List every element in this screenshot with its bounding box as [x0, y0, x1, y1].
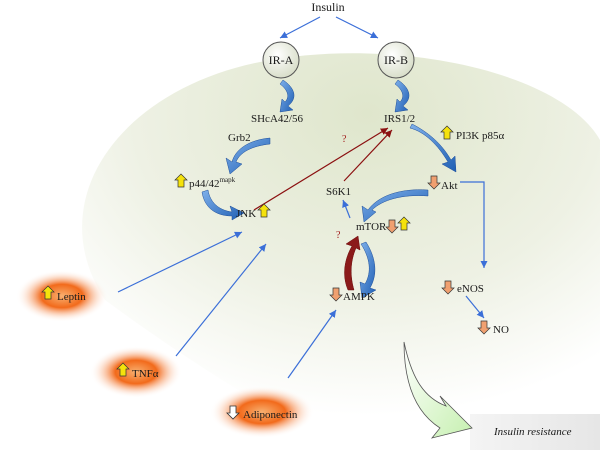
akt-to-mtor-curve-arrow — [361, 189, 429, 223]
question-mark-ampk: ? — [336, 230, 341, 241]
p44-label: p44/42mapk — [189, 176, 236, 190]
s6k1-label: S6K1 — [326, 186, 351, 198]
shca-label: SHcA42/56 — [251, 113, 303, 125]
tnfa-label: TNFα — [132, 368, 159, 380]
insulin-resistance-arrow — [403, 341, 473, 439]
ampk-down-arrow-icon — [329, 287, 343, 302]
tnfa-up-arrow-icon — [116, 362, 130, 377]
tnfa-to-jnk-arrow — [175, 243, 267, 357]
tnfa-glow — [90, 346, 182, 398]
mtor-label: mTOR — [356, 221, 387, 233]
ira-to-shca-curve-arrow — [279, 79, 295, 113]
p44-to-jnk-curve-arrow — [201, 189, 245, 221]
enos-label: eNOS — [457, 283, 484, 295]
ir-b-label: IR-B — [384, 53, 408, 67]
p44-superscript: mapk — [220, 176, 236, 184]
grb2-label: Grb2 — [228, 132, 251, 144]
enos-down-arrow-icon — [441, 280, 455, 295]
akt-to-enos-arrow — [460, 181, 488, 268]
enos-to-no-arrow — [465, 295, 485, 319]
irs-label: IRS1/2 — [384, 113, 415, 125]
ampk-to-mtor-red-curve-arrow — [344, 235, 361, 291]
irb-to-irs-curve-arrow — [394, 79, 410, 113]
p44-up-arrow-icon — [174, 173, 188, 188]
pi3k-label: PI3K p85α — [456, 130, 504, 142]
ir-a-receptor — [262, 41, 300, 79]
insulin-resistance-label: Insulin resistance — [493, 426, 572, 438]
s6k1-to-irs-inhibition-arrow — [343, 129, 393, 182]
mtor-to-s6k1-arrow — [342, 199, 351, 219]
adiponectin-glow — [210, 386, 314, 438]
cell-region — [82, 53, 600, 456]
grb2-to-p44-curve-arrow — [225, 137, 271, 175]
insulin-to-ira-arrow — [279, 16, 321, 39]
jnk-label: JNK — [236, 208, 256, 220]
no-down-arrow-icon — [477, 320, 491, 335]
insulin-label: Insulin — [311, 0, 344, 14]
leptin-to-jnk-arrow — [117, 231, 243, 293]
adiponectin-label: Adiponectin — [243, 409, 298, 421]
adiponectin-down-arrow-icon — [226, 405, 240, 420]
mtor-up-arrow-icon — [397, 216, 411, 231]
no-label: NO — [493, 324, 509, 336]
p44-main-text: p44/42 — [189, 178, 220, 190]
pi3k-up-arrow-icon — [440, 125, 454, 140]
mtor-to-ampk-curve-arrow — [359, 241, 377, 299]
insulin-to-irb-arrow — [335, 16, 379, 39]
ampk-label: AMPK — [343, 291, 375, 303]
jnk-up-arrow-icon — [257, 203, 271, 218]
leptin-label: Leptin — [57, 291, 86, 303]
irs-to-pi3k-curve-arrow — [409, 123, 457, 173]
ir-a-label: IR-A — [269, 53, 294, 67]
ir-b-receptor — [377, 41, 415, 79]
adiponectin-to-ampk-arrow — [287, 309, 337, 379]
leptin-up-arrow-icon — [41, 285, 55, 300]
jnk-to-irs-inhibition-arrow — [253, 127, 389, 211]
akt-down-arrow-icon — [427, 175, 441, 190]
leptin-glow — [16, 270, 108, 322]
insulin-resistance-box — [470, 414, 600, 450]
akt-label: Akt — [441, 180, 458, 192]
mtor-down-arrow-icon — [385, 219, 399, 234]
question-mark-irs: ? — [342, 134, 347, 145]
